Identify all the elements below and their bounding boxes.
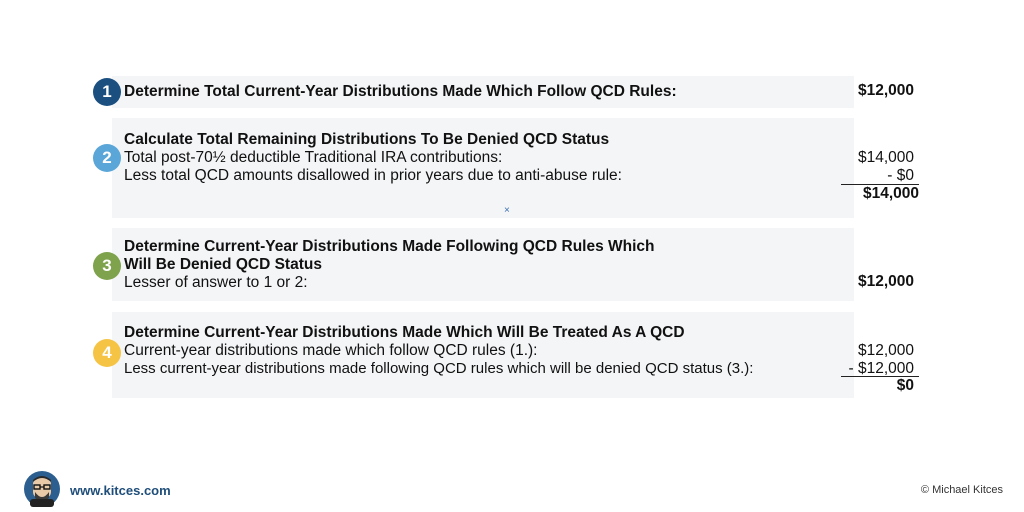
step-4-line-2-amount: - $12,000 xyxy=(848,360,915,377)
step-4-number-badge: 4 xyxy=(93,339,121,367)
step-3-line-1-label: Lesser of answer to 1 or 2: xyxy=(124,274,308,291)
step-2-heading: Calculate Total Remaining Distributions … xyxy=(124,131,610,148)
step-3-heading-line-2: Will Be Denied QCD Status xyxy=(124,256,322,273)
step-4-line-1-amount: $12,000 xyxy=(857,342,914,359)
step-3-number-badge: 3 xyxy=(93,252,121,280)
step-1-band xyxy=(112,76,854,108)
step-3-heading-line-1: Determine Current-Year Distributions Mad… xyxy=(124,238,655,255)
step-3-line-1-amount: $12,000 xyxy=(857,273,914,290)
footer-copyright: © Michael Kitces xyxy=(920,484,1003,496)
step-2-band xyxy=(112,118,854,218)
step-4-band xyxy=(112,312,854,398)
step-2-line-1-amount: $14,000 xyxy=(857,149,914,166)
step-4-sum-rule xyxy=(841,376,919,377)
step-2-total: $14,000 xyxy=(862,185,919,202)
step-1-heading: Determine Total Current-Year Distributio… xyxy=(124,83,677,100)
step-2-number-badge: 2 xyxy=(93,144,121,172)
footer-website-link[interactable]: www.kitces.com xyxy=(70,483,171,498)
author-avatar-icon xyxy=(24,471,60,507)
step-2-line-1-label: Total post-70½ deductible Traditional IR… xyxy=(124,149,503,166)
step-2-line-2-label: Less total QCD amounts disallowed in pri… xyxy=(124,167,622,184)
step-4-total: $0 xyxy=(896,377,914,394)
step-2-sum-rule xyxy=(841,184,919,185)
step-1-number-badge: 1 xyxy=(93,78,121,106)
step-2-line-2-amount: - $0 xyxy=(887,167,914,184)
step-1-total: $12,000 xyxy=(857,82,914,99)
step-3-band xyxy=(112,228,854,301)
step-4-line-2-label: Less current-year distributions made fol… xyxy=(124,360,754,377)
step-2-close-icon: × xyxy=(504,205,510,216)
step-4-heading: Determine Current-Year Distributions Mad… xyxy=(124,324,685,341)
step-4-line-1-label: Current-year distributions made which fo… xyxy=(124,342,538,359)
